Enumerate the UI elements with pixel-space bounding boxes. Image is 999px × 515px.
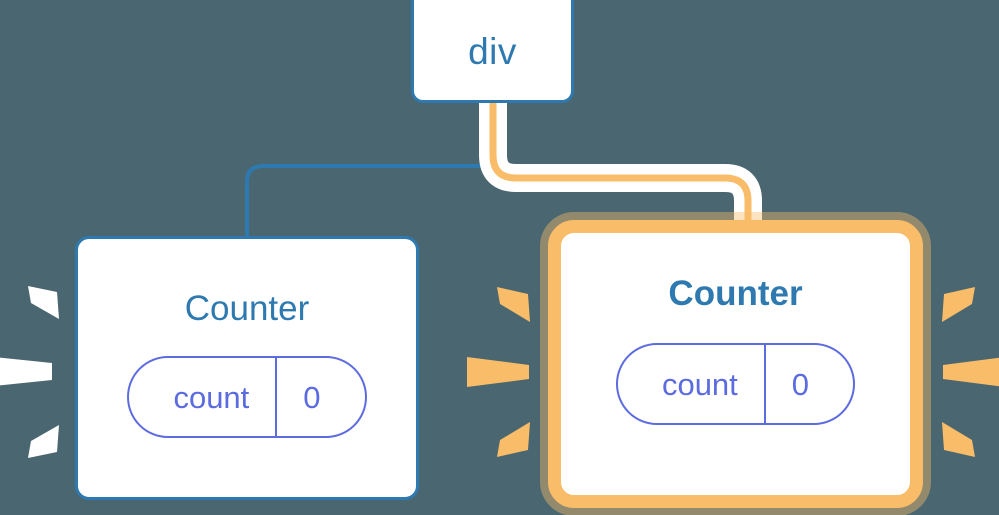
node-div[interactable]: div [411, 0, 574, 103]
state-pill-key: count [661, 366, 738, 402]
sparkle-ray-outer-mid [943, 357, 999, 387]
state-pill-divider [275, 358, 278, 436]
edge-div-to-counter-left [245, 103, 495, 236]
node-counter-right-title: Counter [668, 274, 803, 313]
sparkle-ray-inner-mid [467, 357, 529, 387]
state-pill-divider [763, 345, 766, 423]
node-counter-right[interactable]: Counter count 0 [548, 220, 923, 508]
state-pill-counter-right: count 0 [615, 343, 856, 425]
edge-div-to-counter-right [489, 103, 752, 233]
sparkles-counter-right-outer [942, 287, 999, 457]
node-counter-left[interactable]: Counter count 0 [75, 236, 419, 500]
state-pill-value: 0 [791, 366, 810, 402]
sparkle-ray-lower-left [28, 425, 59, 458]
state-pill-counter-left: count 0 [127, 356, 367, 438]
sparkle-ray-inner-lower [497, 422, 530, 457]
sparkle-ray-outer-upper [942, 287, 975, 322]
node-counter-left-title: Counter [184, 289, 310, 328]
sparkle-ray-mid-left [0, 357, 52, 386]
sparkle-ray-upper-left [28, 286, 59, 319]
state-pill-value: 0 [303, 379, 321, 415]
edge-div-to-counter-right-halo [479, 103, 762, 233]
sparkle-ray-inner-upper [497, 287, 530, 322]
state-pill-key: count [173, 379, 250, 415]
sparkles-counter-left [0, 286, 59, 458]
node-div-label: div [468, 31, 517, 72]
sparkle-ray-outer-lower [942, 422, 975, 457]
sparkles-counter-right-inner [467, 287, 530, 457]
